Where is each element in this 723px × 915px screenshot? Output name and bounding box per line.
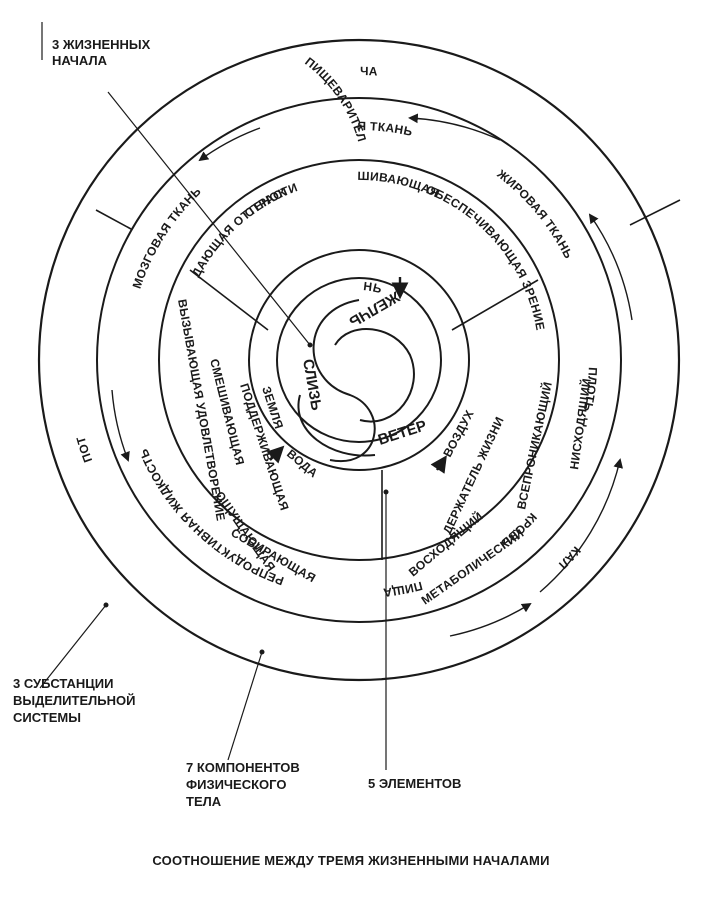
callout-lines: [39, 22, 389, 770]
phlegm-subtypes: ПОДДЕРЖИВАЮЩАЯ СМЕШИВАЮЩАЯ ВЫЗЫВАЮЩАЯ УД…: [175, 298, 318, 585]
element-air: ВОЗДУХ: [440, 408, 476, 460]
ring-lines: [37, 38, 681, 682]
bile-subtype-1: ПИЩЕВАРИТЕЛЬНАЯ: [0, 0, 369, 144]
flow-arrows: [111, 113, 633, 637]
dosha-labels: ЖЕЛЧЬ СЛИЗЬ ВЕТЕР: [299, 287, 429, 449]
dosha-wind: ВЕТЕР: [376, 417, 429, 449]
element-water: ВОДА: [284, 447, 321, 481]
callout-elements: 5 ЭЛЕМЕНТОВ: [368, 776, 461, 791]
element-labels: ЗЕМЛЯ ВОДА ВОЗДУХ: [259, 385, 477, 481]
dosha-swirl: [297, 299, 415, 463]
diagram-title: СООТНОШЕНИЕ МЕЖДУ ТРЕМЯ ЖИЗНЕННЫМИ НАЧАЛ…: [152, 853, 549, 868]
dosha-phlegm: СЛИЗЬ: [299, 358, 325, 412]
wind-subtypes: ДЕРЖАТЕЛЬ ЖИЗНИ ВСЕПРОНИКАЮЩИЙ НИСХОДЯЩИ…: [405, 377, 593, 607]
element-arrows: [266, 277, 447, 474]
bile-subtype-2: ОКРАШИВАЮЩАЯ: [0, 0, 441, 200]
callout-body-components: 7 КОМПОНЕНТОВ ФИЗИЧЕСКОГО ТЕЛА: [186, 760, 303, 809]
excretion-sweat: ПОТ: [74, 434, 96, 464]
tissue-food: ПИЩА: [382, 579, 424, 600]
wind-subtype-3: НИСХОДЯЩИЙ: [566, 377, 594, 470]
callout-excretory: 3 СУБСТАНЦИИ ВЫДЕЛИТЕЛЬНОЙ СИСТЕМЫ: [13, 676, 139, 725]
excretion-stool: КАЛ: [556, 544, 584, 572]
callout-life-principles: 3 ЖИЗНЕННЫХ НАЧАЛА: [52, 37, 154, 68]
wind-subtype-2: ВСЕПРОНИКАЮЩИЙ: [513, 380, 555, 510]
